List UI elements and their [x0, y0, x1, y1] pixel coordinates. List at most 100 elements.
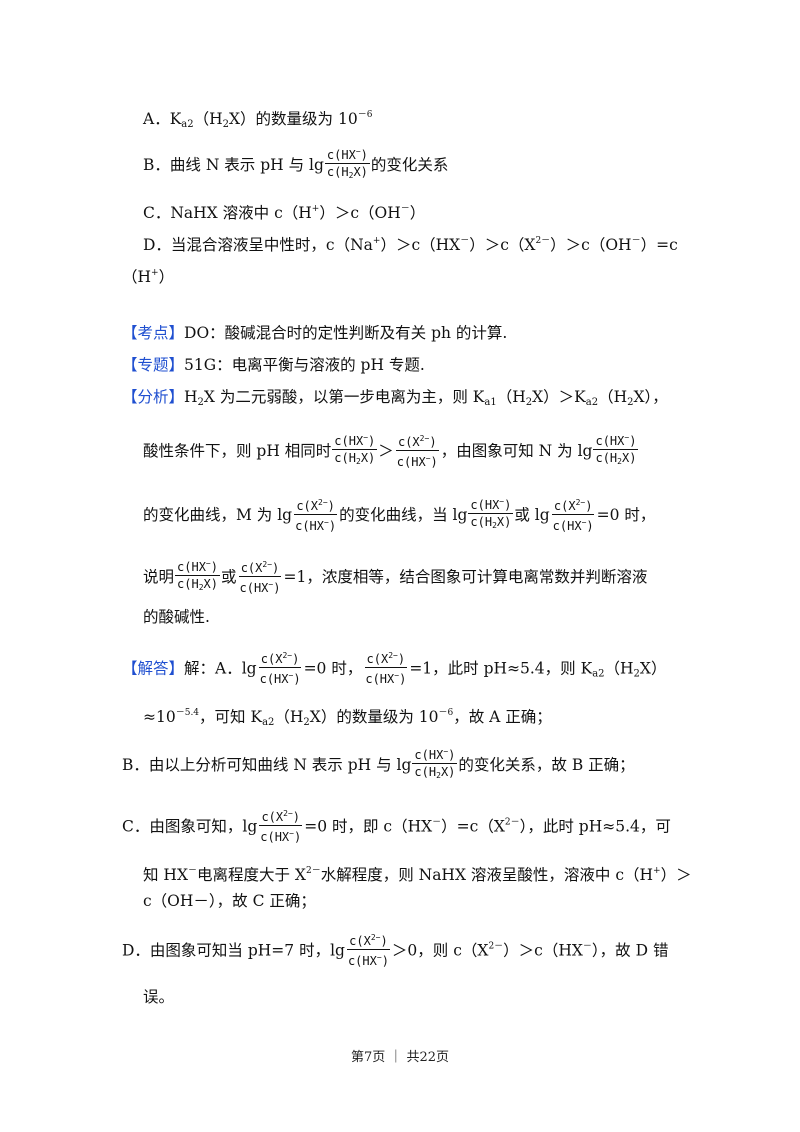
text: ），故 D 错 [591, 941, 669, 960]
text: ）＞c（HX [503, 941, 583, 960]
subscript: 2 [222, 119, 230, 130]
fraction: c(X2−)c(HX−) [293, 495, 338, 534]
subscript: 2 [303, 717, 310, 728]
superscript: －5.4 [175, 708, 200, 718]
superscript: + [311, 204, 320, 214]
fraction-numerator: c(X2−) [551, 495, 595, 515]
text: （H [604, 659, 634, 678]
fraction-denominator: c(HX−) [239, 579, 281, 595]
option-a-text: A．K [143, 110, 182, 128]
zhuanti-line: 【专题】51G：电离平衡与溶液的 pH 专题. [122, 354, 425, 376]
text: X 为二元弱酸，以第一步电离为主，则 K [203, 388, 485, 406]
subscript: 2 [627, 397, 634, 408]
text: （H [122, 268, 152, 286]
text: =1，此时 pH≈5.4，则 K [409, 659, 593, 678]
option-a: A．Ka2（H2X）的数量级为 10－6 [143, 104, 372, 136]
fraction-denominator: c(HX−) [396, 453, 438, 469]
text: 的变化关系，故 B 正确； [458, 756, 635, 774]
fraction-denominator: c(HX−) [552, 517, 594, 533]
text: ）＞ [660, 866, 692, 884]
fenxi-line-1: 【分析】H2X 为二元弱酸，以第一步电离为主，则 Ka1（H2X）＞Ka2（H2… [122, 386, 668, 414]
text: ） [409, 204, 426, 222]
text: =1，浓度相等，结合图象可计算电离常数并判断溶液 [283, 568, 648, 586]
fraction: c(X2−) c(HX−) [551, 495, 596, 534]
text: ）=c（X [441, 817, 505, 836]
text: 或 [220, 568, 237, 586]
superscript: + [151, 268, 159, 278]
option-b-text: B．曲线 N 表示 pH 与 lg [143, 156, 324, 174]
text: X）＞K [532, 388, 586, 406]
subscript: 2 [525, 397, 533, 408]
fraction: c(X2−)c(HX−) [258, 806, 303, 845]
fraction: c(X2−)c(HX−) [395, 431, 440, 470]
jieda-d-line-2: 误。 [143, 986, 174, 1008]
text: （H [274, 708, 304, 726]
text: X）的数量级为 10 [229, 110, 358, 128]
text: ） [158, 268, 175, 286]
fraction-denominator: c(H2X) [470, 515, 512, 530]
text: ）＞c（OH [550, 236, 632, 254]
text: ，故 A 正确； [453, 708, 552, 726]
superscript: + [653, 866, 661, 876]
text: C．由图象可知，lg [122, 817, 258, 836]
subscript: 2 [633, 668, 640, 680]
option-d-text: D．当混合溶液呈中性时，c（Na [143, 236, 373, 254]
text: =0 时， [596, 506, 656, 524]
fraction-numerator: c(HX−) [412, 744, 458, 764]
text: 的变化曲线，M 为 lg [143, 506, 293, 524]
fenxi-line-5: 的酸碱性. [143, 606, 210, 628]
text: 说明 [143, 568, 175, 586]
text: （H [193, 110, 223, 128]
fraction-denominator: c(HX−) [347, 953, 389, 968]
superscript: 2－ [305, 866, 321, 876]
fraction-denominator: c(HX−) [365, 671, 407, 686]
text: 知 HX [143, 866, 188, 884]
superscript: － [582, 941, 592, 952]
text: X）， [633, 388, 668, 406]
jieda-c-line-2: 知 HX－电离程度大于 X2－水解程度，则 NaHX 溶液呈酸性，溶液中 c（H… [143, 860, 692, 886]
text: 电离程度大于 X [197, 866, 306, 884]
page-footer: 第7页 ｜ 共22页 [350, 1050, 450, 1065]
text: X）的数量级为 10 [309, 708, 439, 726]
text: ），此时 pH≈5.4，可 [519, 817, 671, 836]
fraction-numerator: c(X2−) [294, 495, 337, 515]
text: 误。 [143, 988, 175, 1006]
jieda-c-line-3: c（OH－），故 C 正确； [143, 890, 316, 912]
text: X） [639, 659, 667, 678]
text: ＞ [378, 442, 394, 460]
superscript: － [631, 236, 641, 246]
text: ＞0，则 c（X [391, 941, 489, 960]
fraction: c(HX−)c(H2X) [332, 430, 378, 470]
text: ）＞c（OH [319, 204, 401, 222]
fraction-numerator: c(HX−) [468, 494, 514, 514]
text: （H [496, 388, 526, 406]
text: 的变化关系 [370, 156, 449, 174]
text: ）＞c（HX [380, 236, 461, 254]
superscript: －6 [438, 708, 454, 718]
text: 水解程度，则 NaHX 溶液呈酸性，溶液中 c（H [320, 866, 654, 884]
fraction-numerator: c(X2−) [364, 648, 408, 668]
subscript: a2 [585, 397, 599, 408]
fraction-denominator: c(H2X) [177, 577, 218, 592]
superscript: 2－ [504, 817, 520, 828]
fraction: c(X2−) c(HX−) [258, 648, 303, 687]
fraction-denominator: c(HX−) [259, 671, 301, 686]
text: c（OH－），故 C 正确； [143, 892, 316, 910]
superscript: + [372, 236, 381, 246]
kaodian-line: 【考点】DO：酸碱混合时的定性判断及有关 ph 的计算. [122, 322, 507, 344]
text: =0 时， [303, 659, 363, 678]
fraction-denominator: c(H2X) [595, 451, 637, 466]
kaodian-tag: 【考点】 [122, 324, 185, 342]
option-d: D．当混合溶液呈中性时，c（Na+）＞c（HX－）＞c（X2－）＞c（OH－）=… [143, 230, 678, 256]
superscript: － [460, 236, 470, 246]
option-d-line2: （H+） [122, 262, 174, 288]
fraction-numerator: c(X2−) [258, 648, 302, 668]
fraction: c(HX−)c(H2X) [468, 494, 514, 534]
text: 解：A．lg [184, 659, 257, 678]
fraction-denominator: c(H2X) [414, 765, 456, 780]
fraction: c(HX−)c(H2X) [412, 744, 458, 784]
